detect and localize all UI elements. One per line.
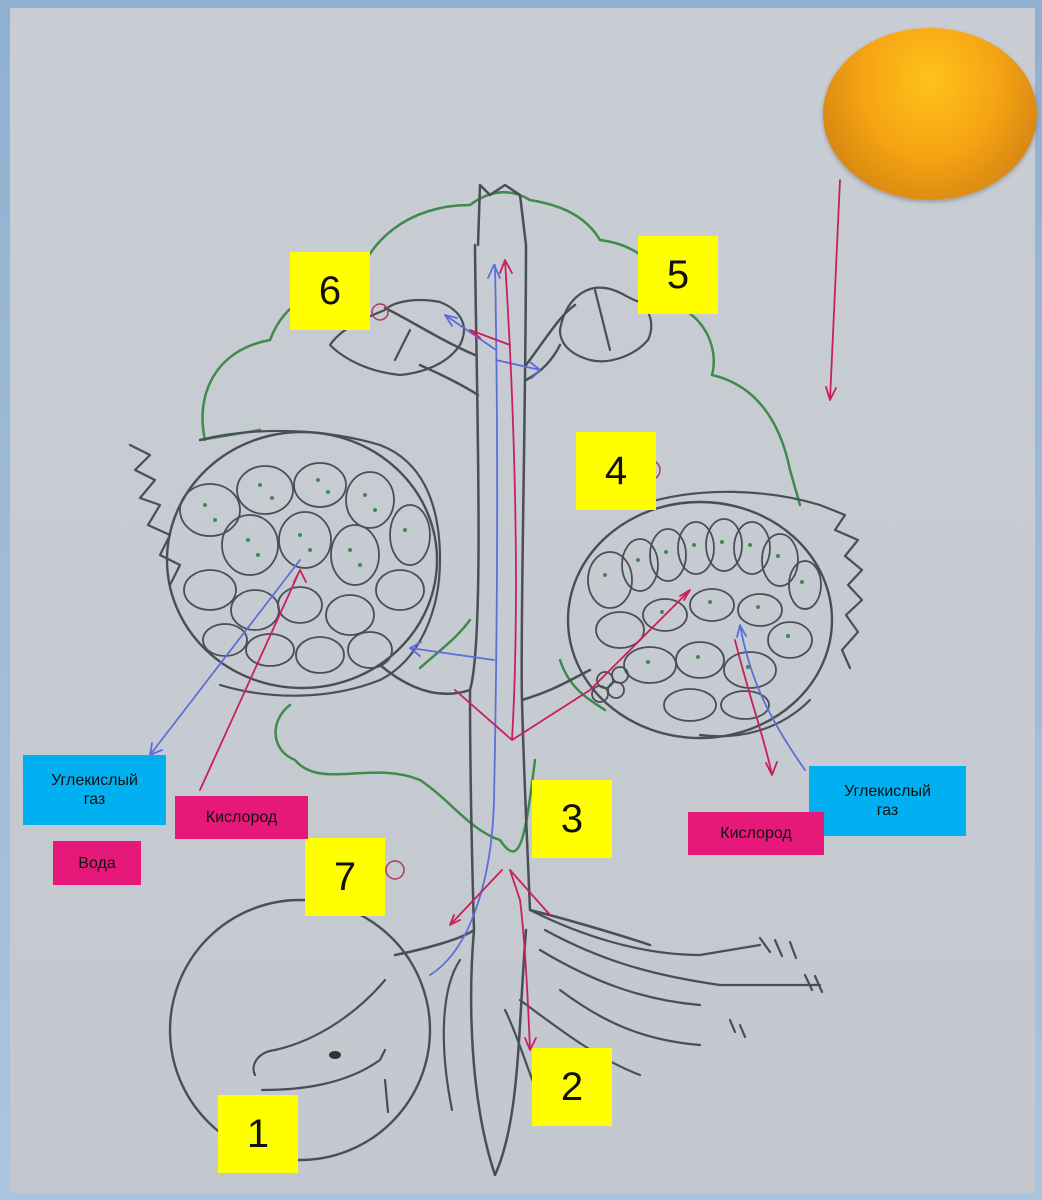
chloroplasts: [203, 478, 804, 669]
leaf-right-section: [568, 502, 832, 738]
root-tip: [254, 980, 388, 1112]
cells-right: [588, 519, 821, 721]
co2-right-tag: Углекислый газ: [809, 766, 966, 836]
label-3: 3: [532, 780, 612, 858]
label-1: 1: [218, 1095, 298, 1173]
label-6: 6: [290, 252, 370, 330]
water-tag: Вода: [53, 841, 141, 885]
label-4: 4: [576, 432, 656, 510]
root-tip-section: [170, 900, 430, 1160]
label-5: 5: [638, 236, 718, 314]
cells-left: [180, 463, 430, 673]
sun: [823, 28, 1037, 200]
co2-left-tag: Углекислый газ: [23, 755, 166, 825]
label-7: 7: [305, 838, 385, 916]
label-2: 2: [532, 1048, 612, 1126]
oxygen-right-tag: Кислород: [688, 812, 824, 855]
leaf-left-outline: [130, 431, 440, 696]
root-nucleus: [329, 1051, 341, 1059]
oxygen-left-tag: Кислород: [175, 796, 308, 839]
